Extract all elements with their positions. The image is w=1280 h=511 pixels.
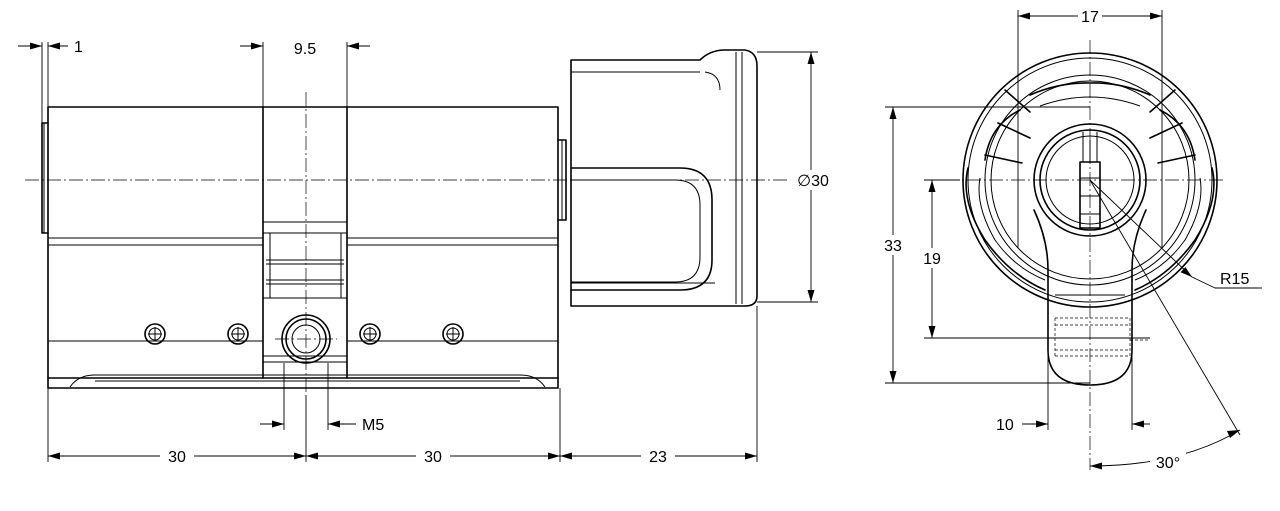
front-view bbox=[945, 40, 1225, 470]
flange-offset-label: 1 bbox=[74, 39, 83, 56]
cam-housing bbox=[262, 106, 348, 379]
cam-height-label: 19 bbox=[923, 251, 941, 268]
knob-length-label: 23 bbox=[649, 449, 667, 466]
cam-radius-label: R15 bbox=[1220, 271, 1249, 288]
grip-ribs bbox=[984, 82, 1196, 164]
front-view-dimensions: 17 33 19 10 R15 bbox=[880, 6, 1262, 472]
thumb-turn-knob bbox=[570, 49, 758, 307]
top-width-label: 17 bbox=[1081, 9, 1099, 26]
key-slot bbox=[1079, 132, 1101, 229]
fixing-hole bbox=[144, 323, 166, 345]
fixing-hole bbox=[227, 323, 249, 345]
cam-angle-label: 30° bbox=[1156, 455, 1180, 472]
cam-arm bbox=[1033, 209, 1147, 386]
side-view bbox=[25, 49, 790, 395]
right-length-label: 30 bbox=[424, 449, 442, 466]
right-cylinder-body bbox=[346, 106, 559, 379]
cylinder-plug bbox=[1033, 123, 1147, 237]
slot-width-label: 10 bbox=[996, 417, 1014, 434]
total-height-label: 33 bbox=[884, 238, 902, 255]
fixing-hole bbox=[442, 323, 464, 345]
left-length-label: 30 bbox=[168, 449, 186, 466]
cam-width-label: 9.5 bbox=[294, 41, 316, 58]
knob-outline bbox=[962, 52, 1218, 308]
diameter-label: ∅30 bbox=[797, 173, 829, 190]
side-view-dimensions: 1 9.5 ∅30 M5 30 bbox=[18, 39, 833, 466]
screw-thread-label: M5 bbox=[362, 417, 384, 434]
bottom-rail bbox=[47, 377, 559, 389]
left-flange bbox=[41, 122, 49, 234]
fixing-hole bbox=[359, 323, 381, 345]
screw-hole bbox=[275, 314, 337, 364]
